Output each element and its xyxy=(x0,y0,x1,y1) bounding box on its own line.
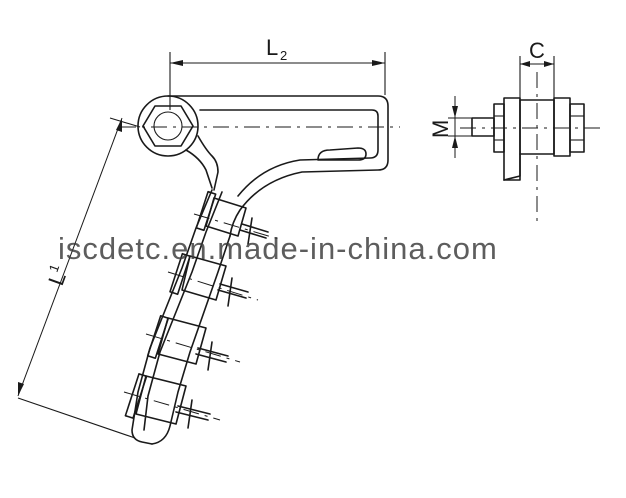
u-bolt-3 xyxy=(145,314,241,371)
dimension-m: M xyxy=(428,96,474,158)
u-bolt-1 xyxy=(193,190,283,245)
dimension-m-label: M xyxy=(428,120,453,138)
clamp-body xyxy=(137,95,389,237)
watermark-text: iscdetc.en.made-in-china.com xyxy=(58,231,498,266)
side-view xyxy=(460,72,604,222)
dimension-l2: L 2 xyxy=(169,35,386,110)
dimension-l2-letter: L xyxy=(266,35,278,60)
dimension-c-label: C xyxy=(529,38,545,63)
u-bolt-2 xyxy=(167,252,259,307)
dimension-l1-subscript: 1 xyxy=(46,262,63,274)
dimension-l1: L 1 xyxy=(17,117,141,439)
dimension-l2-subscript: 2 xyxy=(280,48,287,63)
u-bolt-4 xyxy=(123,373,221,429)
dimension-c: C xyxy=(519,38,555,100)
clamp-trough xyxy=(131,189,231,445)
